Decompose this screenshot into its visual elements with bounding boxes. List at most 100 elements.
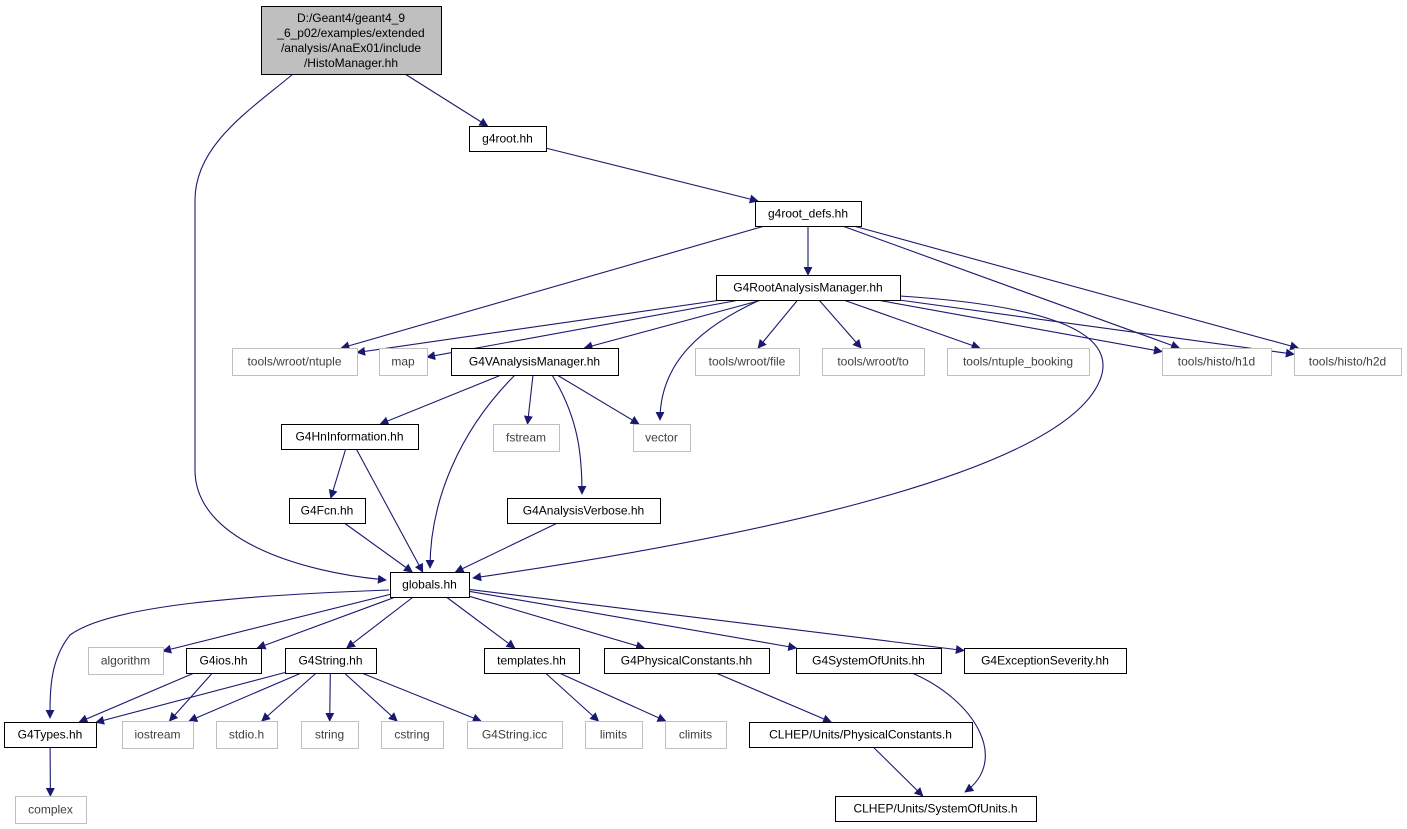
node-box-globals xyxy=(390,572,470,598)
edge-hninfo-to-fcn xyxy=(328,448,347,499)
node-clhep_su[interactable]: CLHEP/Units/SystemOfUnits.h xyxy=(835,796,1037,822)
edge-globals-to-g4types xyxy=(45,589,390,719)
node-box-sysunits xyxy=(796,648,942,674)
node-fstream: fstream xyxy=(493,424,560,452)
node-box-vector xyxy=(633,424,691,452)
node-label-g4types: G4Types.hh xyxy=(18,728,83,742)
node-wfile: tools/wroot/file xyxy=(695,348,800,376)
node-complex: complex xyxy=(15,796,87,824)
node-iostream: iostream xyxy=(122,721,194,749)
edge-rootmgr-to-wto xyxy=(818,299,862,349)
node-globals[interactable]: globals.hh xyxy=(390,572,470,598)
node-label-verbose: G4AnalysisVerbose.hh xyxy=(523,504,644,518)
node-box-g4ios xyxy=(186,648,262,674)
edge-rootmgr-to-map xyxy=(426,299,740,361)
edge-globals-to-physconst xyxy=(468,595,646,651)
node-verbose[interactable]: G4AnalysisVerbose.hh xyxy=(507,498,661,524)
node-stdio: stdio.h xyxy=(216,721,278,749)
node-box-iostream xyxy=(122,721,194,749)
node-sysunits[interactable]: G4SystemOfUnits.hh xyxy=(796,648,942,674)
node-g4stricc: G4String.icc xyxy=(467,721,563,749)
node-box-string xyxy=(301,721,359,749)
node-g4ios[interactable]: G4ios.hh xyxy=(186,648,262,674)
edge-g4string-to-g4stricc xyxy=(361,672,482,723)
node-label-excsev: G4ExceptionSeverity.hh xyxy=(981,654,1109,668)
edge-verbose-to-globals xyxy=(454,522,558,573)
node-g4root[interactable]: g4root.hh xyxy=(469,126,547,152)
node-root[interactable]: D:/Geant4/geant4_9_6_p02/examples/extend… xyxy=(261,6,442,75)
node-label-root-line-3: /HistoManager.hh xyxy=(304,56,398,70)
node-g4root_defs[interactable]: g4root_defs.hh xyxy=(755,201,862,227)
node-label-wto: tools/wroot/to xyxy=(837,355,909,369)
node-clhep_pc[interactable]: CLHEP/Units/PhysicalConstants.h xyxy=(749,722,973,748)
edge-physconst-to-clhep_pc xyxy=(715,672,832,723)
node-ntuple: tools/wroot/ntuple xyxy=(232,348,358,376)
node-label-root-line-0: D:/Geant4/geant4_9 xyxy=(297,11,405,25)
node-rootmgr[interactable]: G4RootAnalysisManager.hh xyxy=(716,275,901,301)
node-g4types[interactable]: G4Types.hh xyxy=(4,722,97,748)
node-label-h2d: tools/histo/h2d xyxy=(1309,355,1386,369)
node-hninfo[interactable]: G4HnInformation.hh xyxy=(281,424,419,450)
node-fcn[interactable]: G4Fcn.hh xyxy=(289,498,366,524)
node-label-templates: templates.hh xyxy=(497,654,566,668)
node-label-fstream: fstream xyxy=(506,431,546,445)
node-box-wfile xyxy=(695,348,800,376)
edge-clhep_pc-to-clhep_su xyxy=(872,746,924,797)
edge-g4string-to-g4types xyxy=(95,671,286,725)
node-physconst[interactable]: G4PhysicalConstants.hh xyxy=(604,648,770,674)
node-climits: climits xyxy=(665,721,727,749)
node-box-stdio xyxy=(216,721,278,749)
node-g4string[interactable]: G4String.hh xyxy=(285,648,377,674)
edge-fcn-to-globals xyxy=(343,522,413,573)
node-box-nbook xyxy=(947,348,1090,376)
edge-layer xyxy=(45,73,1300,797)
edge-vmgr-to-vector xyxy=(556,374,640,425)
node-box-map xyxy=(379,348,428,376)
node-box-verbose xyxy=(507,498,661,524)
node-box-root xyxy=(261,6,442,75)
edge-vmgr-to-hninfo xyxy=(379,374,502,426)
node-box-climits xyxy=(665,721,727,749)
edge-g4string-to-stdio xyxy=(261,672,317,722)
node-box-ntuple xyxy=(232,348,358,376)
node-label-vector: vector xyxy=(645,431,678,445)
edge-rootmgr-to-h1d xyxy=(876,299,1163,355)
node-box-g4string xyxy=(285,648,377,674)
node-label-clhep_pc: CLHEP/Units/PhysicalConstants.h xyxy=(769,728,952,742)
edge-globals-to-templates xyxy=(445,596,516,649)
node-label-physconst: G4PhysicalConstants.hh xyxy=(621,654,752,668)
edge-hninfo-to-globals xyxy=(355,448,424,573)
node-label-stdio: stdio.h xyxy=(229,728,264,742)
node-box-clhep_pc xyxy=(749,722,973,748)
edge-g4root_defs-to-ntuple xyxy=(340,225,765,351)
node-box-vmgr xyxy=(451,348,619,376)
edge-rootmgr-to-wfile xyxy=(757,299,799,349)
edge-globals-to-algorithm xyxy=(162,593,391,654)
node-map: map xyxy=(379,348,428,376)
edge-g4string-to-string xyxy=(325,672,335,722)
edge-rootmgr-to-h2d xyxy=(899,299,1295,358)
node-h2d: tools/histo/h2d xyxy=(1294,348,1402,376)
node-label-iostream: iostream xyxy=(134,728,180,742)
node-label-root-line-2: /analysis/AnaEx01/include xyxy=(281,41,421,55)
node-vmgr[interactable]: G4VAnalysisManager.hh xyxy=(451,348,619,376)
edge-g4root_defs-to-h2d xyxy=(853,225,1300,351)
node-label-sysunits: G4SystemOfUnits.hh xyxy=(812,654,925,668)
node-box-algorithm xyxy=(88,647,164,675)
node-label-g4ios: G4ios.hh xyxy=(199,654,247,668)
node-algorithm: algorithm xyxy=(88,647,164,675)
node-label-cstring: cstring xyxy=(394,728,429,742)
node-label-clhep_su: CLHEP/Units/SystemOfUnits.h xyxy=(853,802,1017,816)
edge-root-to-globals xyxy=(194,73,387,584)
node-box-complex xyxy=(15,796,87,824)
node-templates[interactable]: templates.hh xyxy=(484,648,580,674)
node-box-limits xyxy=(585,721,643,749)
node-h1d: tools/histo/h1d xyxy=(1162,348,1272,376)
node-label-globals: globals.hh xyxy=(402,578,457,592)
edge-sysunits-to-clhep_su xyxy=(911,672,986,793)
edge-g4string-to-cstring xyxy=(343,672,398,722)
node-excsev[interactable]: G4ExceptionSeverity.hh xyxy=(964,648,1127,674)
node-label-g4string: G4String.hh xyxy=(298,654,362,668)
node-box-rootmgr xyxy=(716,275,901,301)
node-box-hninfo xyxy=(281,424,419,450)
